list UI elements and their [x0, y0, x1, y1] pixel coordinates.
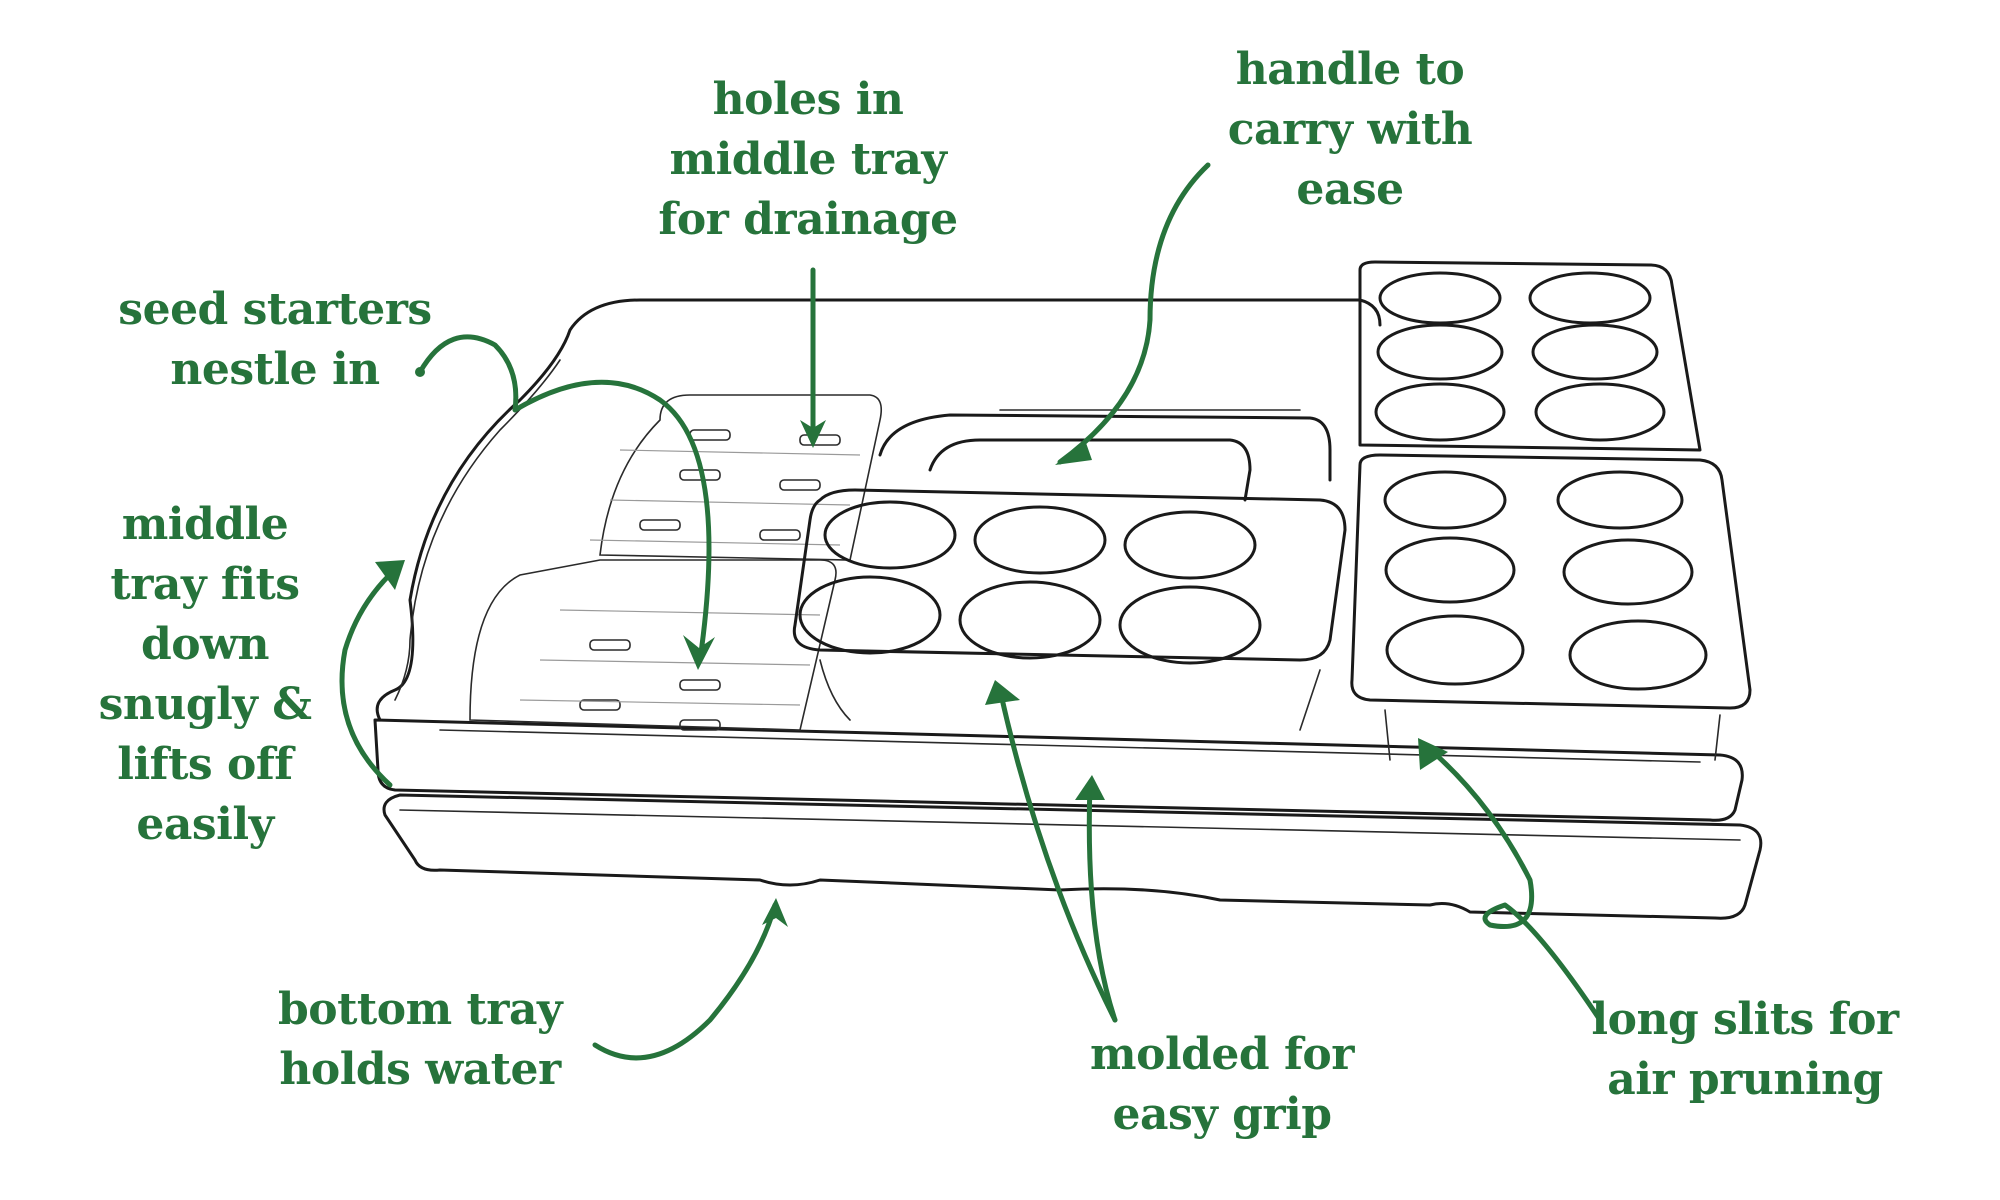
callout-line: middle — [121, 499, 289, 550]
callout-line: carry with — [1227, 104, 1473, 155]
callout-line: nestle in — [170, 344, 380, 395]
callout-line: ease — [1296, 164, 1404, 215]
callout-molded-grip: molded for easy grip — [1090, 1025, 1354, 1145]
arrow-handle — [1055, 162, 1211, 465]
callout-seed-starters: seed starters nestle in — [118, 280, 432, 400]
middle-tray-sketch — [373, 298, 1744, 822]
arrow-seed-starters — [415, 334, 715, 670]
callout-line: handle to — [1235, 44, 1465, 95]
callout-line: down — [141, 619, 269, 670]
callout-line: bottom tray — [277, 984, 563, 1035]
callout-line: lifts off — [117, 739, 293, 790]
seed-starter-pack-center — [792, 488, 1347, 731]
callout-line: air pruning — [1607, 1054, 1883, 1105]
callout-line: snugly & — [98, 679, 312, 730]
seed-starter-pack-right-front — [1350, 453, 1752, 761]
callout-middle-tray: middle tray fits down snugly & lifts off… — [99, 495, 312, 855]
callout-line: holes in — [712, 74, 904, 125]
callout-drainage-holes: holes in middle tray for drainage — [658, 70, 958, 250]
callout-bottom-tray: bottom tray holds water — [277, 980, 563, 1100]
seed-starter-pack-right-back — [1358, 260, 1702, 452]
arrow-molded-grip — [985, 680, 1118, 1023]
bottom-tray-sketch — [382, 793, 1763, 920]
callout-line: easy grip — [1112, 1089, 1332, 1140]
arrow-middle-tray — [339, 560, 405, 788]
callout-line: tray fits — [110, 559, 300, 610]
arrow-drainage — [800, 267, 826, 448]
callout-line: long slits for — [1591, 994, 1899, 1045]
callout-line: middle tray — [669, 134, 947, 185]
callout-handle: handle to carry with ease — [1227, 40, 1473, 220]
arrow-bottom-tray — [592, 898, 788, 1061]
callout-line: for drainage — [658, 194, 958, 245]
callout-line: molded for — [1090, 1029, 1354, 1080]
callout-line: holds water — [279, 1044, 561, 1095]
callout-line: seed starters — [118, 284, 432, 335]
arrow-air-pruning — [1418, 738, 1603, 1023]
callout-line: easily — [136, 799, 274, 850]
callout-air-pruning: long slits for air pruning — [1591, 990, 1899, 1110]
